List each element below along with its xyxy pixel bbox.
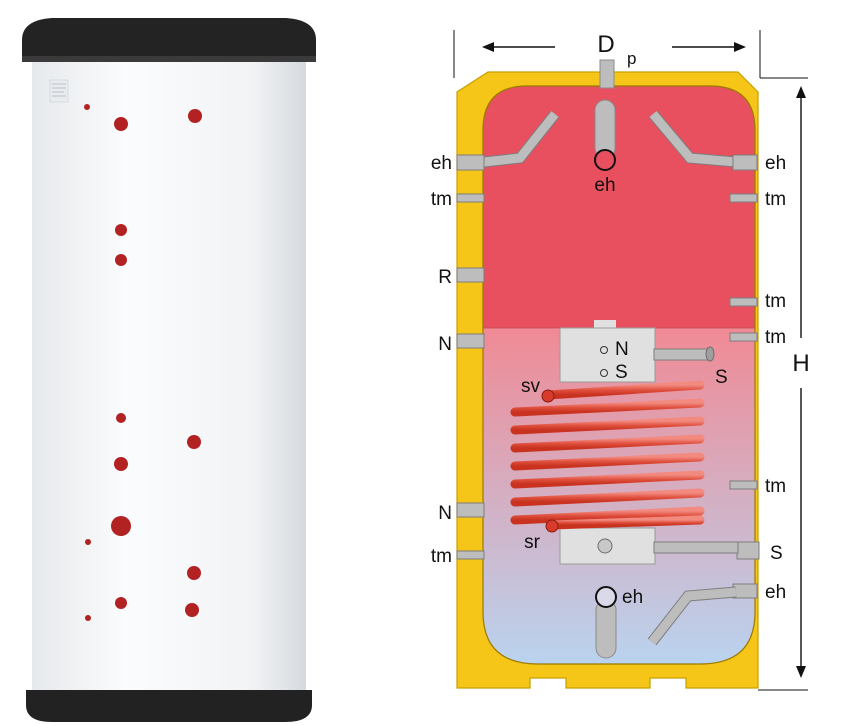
coil-inlet-sv: [541, 389, 555, 403]
socket-tm: [729, 297, 758, 307]
coil-outlet-sr: [545, 519, 559, 533]
heater-element-lower: [595, 599, 617, 659]
label-sr: sr: [524, 532, 541, 553]
port-dot: [115, 254, 127, 266]
socket-tm: [729, 332, 758, 342]
port-dot: [84, 104, 90, 110]
outlet-pipe-lower: [648, 587, 737, 645]
socket-tm: [456, 193, 485, 203]
label-s-pipe: S: [715, 367, 728, 388]
heater-port-lower: [595, 586, 617, 608]
port-dot: [187, 566, 201, 580]
port-dot: [187, 435, 201, 449]
label-eh-upper: eh: [594, 175, 615, 196]
port-dot: [114, 117, 128, 131]
label-r: R: [438, 267, 452, 288]
socket-eh-right: [732, 583, 758, 599]
label-n: N: [438, 503, 452, 524]
label-tm: tm: [765, 476, 786, 497]
label-n-flange: N: [615, 339, 629, 360]
label-p: p: [627, 49, 636, 68]
socket-tm: [729, 480, 758, 490]
tank-top-cap: [22, 18, 316, 62]
inlet-pipe-left: [483, 111, 559, 167]
port-dot: [188, 109, 202, 123]
label-tm: tm: [765, 327, 786, 348]
label-s-flange: S: [615, 362, 628, 383]
label-d: D: [597, 31, 614, 58]
label-s: S: [770, 543, 783, 564]
sensor-pipe: [653, 348, 711, 361]
label-eh-lower: eh: [622, 587, 643, 608]
dimension-arrow-h: [796, 86, 806, 678]
label-eh-left: eh: [431, 153, 452, 174]
coil-return-pipe: [653, 541, 739, 554]
port-dot: [115, 224, 127, 236]
label-eh-right: eh: [765, 582, 786, 603]
port-dot: [185, 603, 199, 617]
heat-exchanger-coil: [510, 380, 705, 533]
socket-r: [456, 267, 485, 283]
dimension-arrow-d: [482, 42, 746, 52]
socket-n: [456, 333, 485, 349]
top-outlet-pipe: [599, 59, 615, 89]
label-tm: tm: [765, 189, 786, 210]
socket-n: [456, 502, 485, 518]
port-dot: [116, 413, 126, 423]
socket-eh-left: [456, 154, 485, 171]
port-dot: [114, 457, 128, 471]
socket-tm: [456, 550, 485, 560]
tank-jacket: [32, 40, 306, 698]
port-dot: [85, 539, 91, 545]
tank-bottom-base: [26, 690, 312, 722]
heater-port-upper: [594, 149, 616, 171]
port-dot: [111, 516, 131, 536]
inlet-pipe-right: [649, 111, 737, 167]
tank-photo: [22, 18, 316, 722]
tank-cross-section: D p H eh eh eh tm tm R tm tm N N S S sv …: [431, 30, 810, 691]
socket-tm: [729, 193, 758, 203]
port-dot: [85, 615, 91, 621]
label-tm: tm: [431, 546, 452, 567]
rating-plate: [49, 79, 69, 103]
label-eh-right: eh: [765, 153, 786, 174]
coil-flange-upper: [559, 327, 656, 383]
label-sv: sv: [521, 376, 541, 397]
hot-zone: [483, 86, 755, 328]
port-dot: [115, 597, 127, 609]
socket-eh-right: [732, 154, 758, 171]
label-h: H: [792, 350, 809, 377]
socket-s: [736, 541, 760, 560]
label-tm: tm: [431, 189, 452, 210]
label-n: N: [438, 334, 452, 355]
label-tm: tm: [765, 291, 786, 312]
